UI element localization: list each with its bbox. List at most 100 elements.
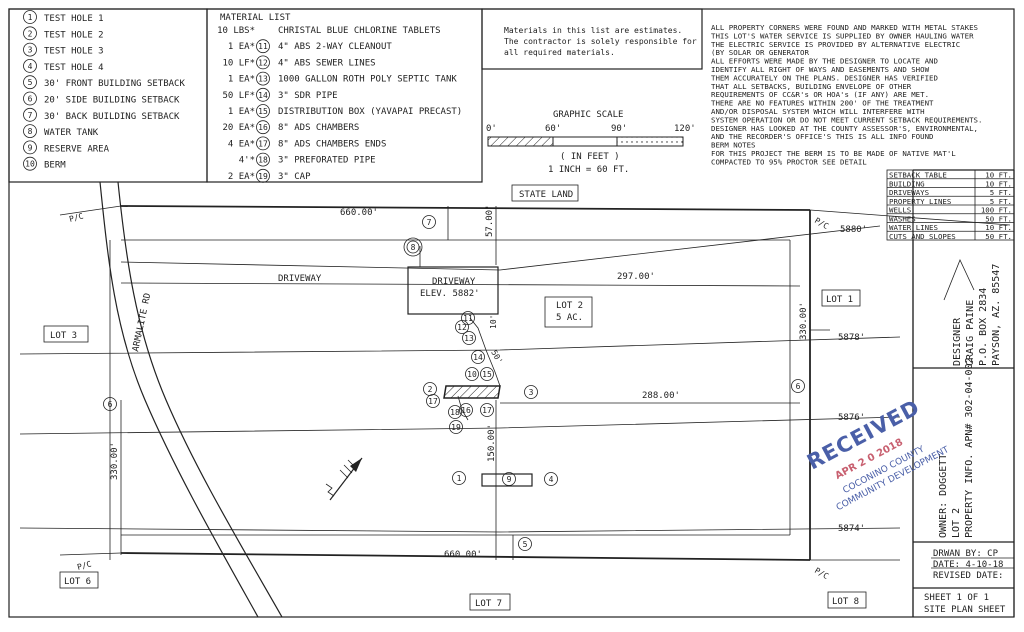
pc-label: P/C: [76, 559, 92, 571]
note-line: THE ELECTRIC SERVICE IS PROVIDED BY ALTE…: [711, 40, 960, 49]
dim-57: 57.00': [485, 204, 495, 237]
legend-number-circle: [23, 124, 37, 139]
setback-value: 5 FT.: [990, 188, 1012, 197]
sheet-number: SHEET 1 OF 1: [924, 593, 989, 603]
callout-number: 9: [507, 475, 512, 484]
road-edge-east: [117, 181, 283, 618]
material-list-title: MATERIAL LIST: [220, 13, 291, 23]
water-tank-icon: [406, 240, 420, 254]
lot7-box: [469, 593, 511, 611]
callout-number: 15: [482, 370, 492, 379]
setback-value: 50 FT.: [985, 232, 1012, 241]
scale-ratio: 1 INCH = 60 FT.: [548, 165, 629, 175]
north-arrow-icon: [325, 457, 363, 501]
material-number-circle: [256, 152, 270, 167]
material-qty: 1 EA*: [228, 75, 255, 85]
dim-288: 288.00': [642, 391, 680, 401]
site-labels: STATE LAND LOT 1 LOT 3 LOT 6 LOT 7 LOT 8…: [50, 190, 867, 609]
callout-number: 4: [549, 475, 554, 484]
callout-number: 10: [467, 370, 477, 379]
setback-label: WELLS: [889, 206, 911, 215]
material-number: 15: [258, 107, 268, 116]
material-number-circle: [256, 104, 270, 118]
callout-circle: [455, 320, 469, 334]
callout-number: 5: [523, 540, 528, 549]
lot-line: [59, 552, 122, 556]
setback-label: DRIVEWAYS: [889, 188, 929, 197]
callout-circle: [449, 420, 463, 434]
callout-number: 3: [529, 388, 534, 397]
legend-number: 3: [28, 46, 33, 55]
legend-number-circle: [23, 10, 37, 24]
callout-number: 14: [473, 353, 483, 362]
material-number-circle: [256, 71, 270, 86]
scale-tick: 120': [674, 124, 696, 134]
callout-number: 17: [428, 397, 438, 406]
reserve-area: [481, 473, 533, 487]
callout-number: 6: [796, 382, 801, 391]
legend-label: WATER TANK: [44, 128, 99, 138]
legend-number-circle: [23, 140, 37, 155]
material-desc: 4" ABS 2-WAY CLEANOUT: [278, 42, 392, 52]
callout-circle: [403, 237, 423, 257]
legend-label: TEST HOLE 4: [44, 63, 104, 73]
property-info-line: PROPERTY INFO. APN# 302-04-002: [964, 357, 975, 538]
note-line: AND/OR DISPOSAL SYSTEM WHICH WILL INTERF…: [711, 107, 925, 116]
lot3-label: LOT 3: [50, 331, 77, 341]
lot8-box: [827, 591, 867, 609]
material-desc: CHRISTAL BLUE CHLORINE TABLETS: [278, 26, 441, 36]
estimate-note-box: Materials in this list are estimates. Th…: [481, 8, 703, 70]
driveway-box-line2: ELEV. 5882': [420, 289, 480, 299]
dim-right: 330.00': [799, 302, 809, 340]
property-info-line: OWNER: DOGGETT: [938, 454, 949, 538]
material-qty: 4 EA*: [228, 139, 255, 149]
setback-value: 10 FT.: [985, 223, 1012, 232]
pc-label: P/C: [813, 216, 830, 231]
callout-circle: [422, 215, 436, 229]
driveway-box-line1: DRIVEWAY: [432, 277, 476, 287]
callout-circle: [103, 397, 117, 411]
callout-circle: [544, 472, 558, 486]
contour-label: 5880': [840, 225, 867, 235]
setback-label: BUILDING: [889, 179, 925, 188]
road-label: ARMALITE RD: [131, 292, 153, 352]
note-line: BERM NOTES: [711, 141, 756, 150]
contour-line: [19, 416, 901, 435]
drawn-date: DATE: 4-10-18: [933, 560, 1003, 570]
contour-label: 5876': [838, 413, 865, 423]
lot-line: [59, 205, 122, 216]
dim-top: 660.00': [340, 208, 378, 218]
lot8-label: LOT 8: [832, 597, 859, 607]
legend-label: TEST HOLE 1: [44, 14, 104, 24]
legend-number: 4: [28, 62, 33, 71]
material-qty: 2 EA*: [228, 172, 255, 182]
material-qty: 1 EA*: [228, 42, 255, 52]
setback-value: 100 FT.: [981, 206, 1012, 215]
callout-circle: [448, 405, 462, 419]
legend-number-circle: [23, 42, 37, 57]
legend-number-circle: [23, 156, 37, 171]
road-edge-west: [99, 181, 259, 618]
legend-label: 30' BACK BUILDING SETBACK: [44, 112, 180, 122]
lot3-box: [43, 325, 89, 343]
legend-number: 1: [28, 13, 33, 22]
callout-number: 19: [451, 423, 461, 432]
scale-unit: ( IN FEET ): [560, 152, 620, 162]
material-number: 14: [258, 91, 268, 100]
sheet-title: SITE PLAN SHEET: [924, 605, 1006, 615]
setback-value: 10 FT.: [985, 171, 1012, 180]
note-line: THEM ACCURATELY ON THE PLANS. DESIGNER H…: [711, 73, 938, 82]
callout-number: 12: [457, 323, 467, 332]
dim-150: 150.00': [487, 424, 497, 462]
note-line: THERE ARE NO FEATURES WITHIN 200' OF THE…: [711, 99, 934, 108]
material-number: 18: [258, 156, 268, 165]
scale-bar-dotted: [616, 136, 684, 147]
legend-number: 8: [28, 127, 33, 136]
designer-line: DESIGNER: [952, 317, 963, 366]
callout-number: 13: [464, 334, 474, 343]
note-line: SYSTEM OPERATION OR DO NOT MEET CURRENT …: [711, 115, 982, 124]
legend-number: 9: [28, 143, 33, 152]
material-number-circle: [256, 136, 270, 151]
